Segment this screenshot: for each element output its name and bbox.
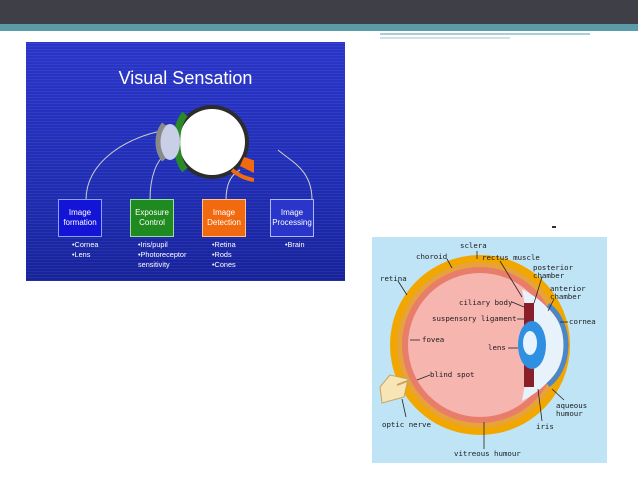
accent-bar: [0, 24, 638, 31]
label-blind-spot: blind spot: [430, 370, 475, 379]
label-vitreous-humour: vitreous humour: [454, 449, 521, 458]
visual-sensation-slide: Visual Sensation Image formation Exposur…: [26, 42, 345, 281]
stage-list-exposure-control: •Iris/pupil •Photoreceptor sensitivity: [138, 240, 187, 269]
label-choroid: choroid: [416, 252, 447, 261]
label-ciliary-body: ciliary body: [459, 298, 513, 307]
stage-box-exposure-control: Exposure Control: [130, 199, 174, 237]
label-fovea: fovea: [422, 335, 444, 344]
accent-line-short: [380, 37, 510, 39]
connector-lines: [85, 129, 313, 201]
decorative-dash: [552, 226, 556, 228]
label-lens: lens: [488, 343, 506, 352]
label-cornea: cornea: [569, 317, 596, 326]
stage-box-image-processing: Image Processing: [270, 199, 314, 237]
top-title-bar: [0, 0, 638, 24]
eye-illustration: [155, 105, 254, 182]
stage-box-image-formation: Image formation: [58, 199, 102, 237]
stage-list-image-formation: •Cornea •Lens: [72, 240, 99, 259]
label-retina: retina: [380, 274, 407, 283]
stage-list-image-detection: •Retina •Rods •Cones: [212, 240, 236, 269]
label-sclera: sclera: [460, 241, 487, 250]
accent-line: [380, 33, 590, 35]
label-iris: iris: [536, 422, 554, 431]
label-rectus-muscle: rectus muscle: [482, 253, 540, 262]
label-suspensory-ligament: suspensory ligament: [432, 314, 517, 323]
stage-list-image-processing: •Brain: [285, 240, 305, 249]
slide-title: Visual Sensation: [118, 68, 253, 88]
stage-box-image-detection: Image Detection: [202, 199, 246, 237]
label-optic-nerve: optic nerve: [382, 420, 431, 429]
